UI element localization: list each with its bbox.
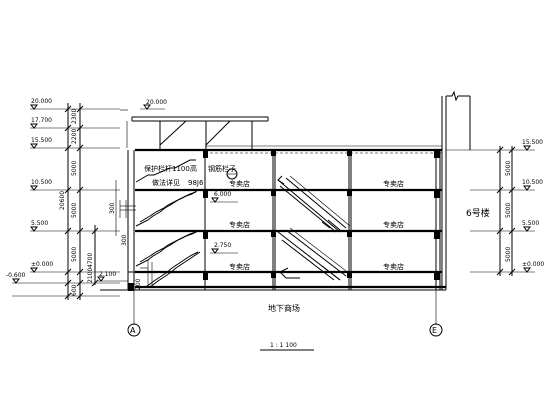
detail-note: 做法详见	[152, 178, 180, 187]
level-label: 15.500	[31, 137, 52, 144]
shop-label: 专卖店	[383, 262, 404, 271]
roof-note-gao: 高	[190, 164, 197, 173]
level-marker: ±0.000	[30, 261, 53, 273]
level-label: 5.500	[31, 220, 48, 227]
level-marker: 15.500	[30, 137, 52, 149]
axis-grid: A E	[127, 290, 443, 337]
dimension-text: 5000	[505, 247, 512, 262]
axis-label: A	[130, 326, 136, 335]
shop-label: 专卖店	[229, 262, 250, 271]
roof-level-label: 20.000	[146, 99, 167, 106]
left-stair	[119, 159, 201, 288]
level-label: 5.500	[522, 220, 539, 227]
section-scale-label: 1 : 1 100	[270, 342, 297, 349]
axis-label: E	[432, 326, 437, 335]
level-marker: 2.750	[210, 242, 238, 254]
level-label: 10.500	[31, 179, 52, 186]
roof-annotations: 保护栏杆1100 高 钢筋栏子 做法详见 98J6 地下商场 1 : 1 100	[144, 164, 314, 351]
right-dimension-chain: 5000 5000 5000	[470, 146, 535, 276]
level-marker: 10.500	[30, 179, 52, 191]
dimension-text: 5000	[71, 247, 78, 262]
underground-label: 地下商场	[268, 303, 300, 313]
left-dimension-texts: 2300 2200 5000 20600 5000 5000 600 4700 …	[59, 109, 94, 296]
level-label: 17.700	[31, 117, 52, 124]
shop-label: 专卖店	[383, 220, 404, 229]
level-label: 2.750	[214, 242, 231, 249]
level-label: 20.000	[31, 98, 52, 105]
shop-labels: 专卖店 专卖店 专卖店 专卖店 专卖店 专卖店	[229, 179, 404, 271]
level-marker: 17.700	[30, 117, 52, 129]
level-label: ±0.000	[522, 261, 544, 268]
dimension-text: 4700	[87, 253, 94, 268]
level-marker: -0.600	[6, 272, 26, 284]
inner-levels: 6.000 2.750	[210, 191, 238, 254]
dimension-text: 300	[121, 234, 128, 246]
level-marker: 10.500	[522, 179, 543, 191]
level-label: 15.500	[522, 139, 543, 146]
rail-note: 保护栏杆1100	[144, 164, 190, 173]
level-marker: 20.000	[30, 98, 52, 110]
left-level-markers: 20.000 17.700 15.500 10.500 5.500 ±0.000…	[6, 98, 53, 284]
level-label: 2.100	[99, 271, 116, 278]
level-marker-entrance: 2.100	[97, 271, 128, 282]
level-marker: 5.500	[522, 220, 539, 232]
level-marker: 15.500	[522, 139, 543, 151]
dimension-text: 600	[71, 284, 78, 296]
level-marker: 5.500	[30, 220, 48, 232]
level-label: ±0.000	[31, 261, 53, 268]
level-label: 6.000	[214, 191, 231, 198]
axis-bubble-a	[127, 323, 141, 337]
shop-label: 专卖店	[229, 220, 250, 229]
dimension-text: 5000	[71, 161, 78, 176]
level-label: -0.600	[6, 272, 26, 279]
building-frame	[100, 90, 471, 291]
axis-bubble-e	[429, 323, 443, 337]
dimension-text: 5000	[71, 203, 78, 218]
shop-label: 专卖店	[383, 179, 404, 188]
dimension-text: 2100	[87, 268, 94, 283]
escalators	[277, 175, 351, 281]
shop-label: 专卖店	[229, 179, 250, 188]
dimension-text: 20600	[59, 191, 66, 210]
building-number-label: 6号楼	[466, 207, 490, 219]
roof-note-bars: 钢筋栏子	[208, 164, 236, 173]
dimension-text: 5000	[505, 203, 512, 218]
level-marker: 6.000	[210, 191, 238, 203]
detail-number: 98J6	[188, 179, 204, 187]
dimension-text: 2200	[71, 129, 78, 144]
level-label: 10.500	[522, 179, 543, 186]
facade-dims: 300 300 200	[109, 180, 142, 290]
roof-canopy: 20.000	[120, 99, 269, 150]
dimension-text: 5000	[505, 161, 512, 176]
right-level-markers: 15.500 10.500 5.500 ±0.000	[522, 139, 544, 273]
left-dimension-chain	[12, 103, 120, 300]
level-marker: ±0.000	[522, 261, 544, 273]
dimension-text: 200	[135, 278, 142, 290]
dimension-text: 2300	[71, 109, 78, 124]
dimension-text: 300	[109, 202, 116, 214]
